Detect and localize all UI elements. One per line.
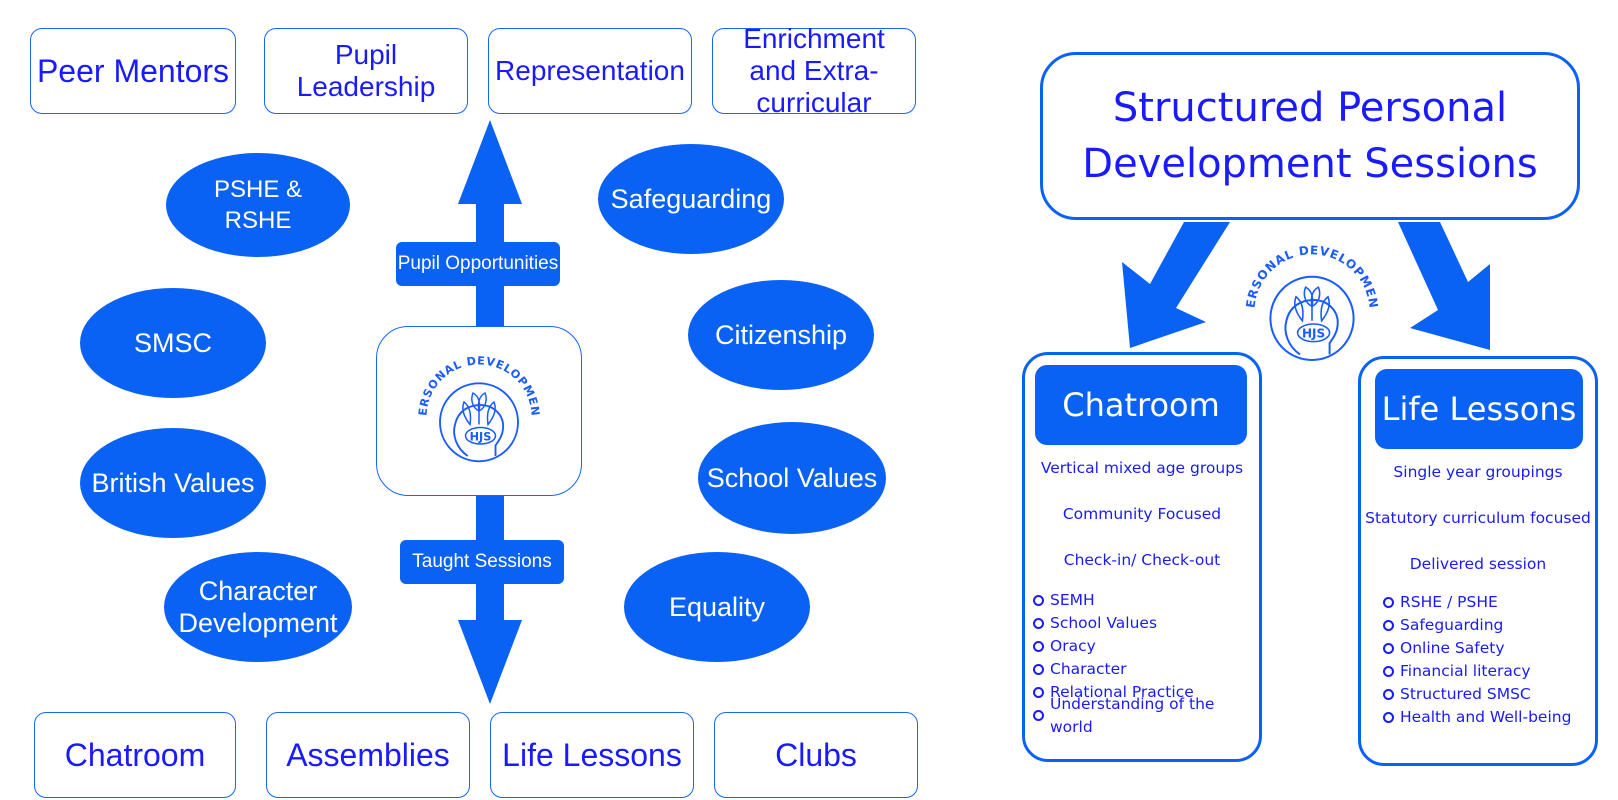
list-item: School Values bbox=[1033, 612, 1259, 635]
bullet-icon bbox=[1383, 643, 1394, 654]
list-item: RSHE / PSHE bbox=[1383, 591, 1571, 614]
pupil-leadership-box: Pupil Leadership bbox=[264, 28, 468, 114]
logo-arc-text-right: PERSONAL DEVELOPMENT bbox=[1232, 232, 1380, 309]
character-development-oval: Character Development bbox=[164, 552, 352, 662]
life-lessons-list: RSHE / PSHE Safeguarding Online Safety F… bbox=[1383, 591, 1571, 729]
representation-box: Representation bbox=[488, 28, 692, 114]
center-logo-box: PERSONAL DEVELOPMENT HJS bbox=[376, 326, 582, 496]
left-diagonal-arrow bbox=[1122, 222, 1230, 348]
bullet-icon bbox=[1033, 618, 1044, 629]
structured-sessions-title: Structured Personal Development Sessions bbox=[1040, 52, 1580, 220]
list-item: Health and Well-being bbox=[1383, 706, 1571, 729]
bullet-icon bbox=[1383, 712, 1394, 723]
list-item: Relational Practice bbox=[1033, 681, 1259, 704]
chatroom-list: SEMH School Values Oracy Character Relat… bbox=[1033, 589, 1259, 736]
list-item: SEMH bbox=[1033, 589, 1259, 612]
list-item: Oracy bbox=[1033, 635, 1259, 658]
enrichment-box: Enrichment and Extra-curricular bbox=[712, 23, 916, 118]
clubs-box: Clubs bbox=[714, 712, 918, 798]
chatroom-heading: Chatroom bbox=[1035, 365, 1247, 445]
life-lessons-heading: Life Lessons bbox=[1375, 369, 1583, 449]
bullet-icon bbox=[1383, 666, 1394, 677]
safeguarding-oval: Safeguarding bbox=[598, 144, 784, 254]
smsc-oval: SMSC bbox=[80, 288, 266, 398]
bullet-icon bbox=[1383, 689, 1394, 700]
chatroom-line-2: Community Focused bbox=[1062, 505, 1222, 523]
list-item: Financial literacy bbox=[1383, 660, 1571, 683]
citizenship-oval: Citizenship bbox=[688, 280, 874, 390]
bullet-icon bbox=[1033, 687, 1044, 698]
pshe-rshe-oval: PSHE & RSHE bbox=[166, 153, 350, 257]
peer-mentors-box: Peer Mentors bbox=[30, 28, 236, 114]
life-lessons-panel: Life Lessons Single year groupings Statu… bbox=[1358, 356, 1598, 766]
chatroom-box: Chatroom bbox=[34, 712, 236, 798]
chatroom-panel: Chatroom Vertical mixed age groups Commu… bbox=[1022, 352, 1262, 762]
assemblies-box: Assemblies bbox=[266, 712, 470, 798]
bullet-icon bbox=[1383, 597, 1394, 608]
list-item: Character bbox=[1033, 658, 1259, 681]
equality-oval: Equality bbox=[624, 552, 810, 662]
life-lessons-box: Life Lessons bbox=[490, 712, 694, 798]
logo-initials: HJS bbox=[470, 430, 492, 443]
personal-development-logo-icon-right: PERSONAL DEVELOPMENT HJS bbox=[1232, 232, 1381, 361]
list-item: Structured SMSC bbox=[1383, 683, 1571, 706]
svg-text:PERSONAL DEVELOPMENT: PERSONAL DEVELOPMENT bbox=[1232, 232, 1381, 309]
pupil-opportunities-label: Pupil Opportunities bbox=[396, 242, 560, 286]
chatroom-line-1: Vertical mixed age groups bbox=[1040, 459, 1244, 477]
right-diagonal-arrow bbox=[1398, 222, 1490, 350]
title-line-2: Development Sessions bbox=[1082, 141, 1538, 187]
bullet-icon bbox=[1033, 595, 1044, 606]
logo-initials-right: HJS bbox=[1302, 327, 1325, 341]
life-lessons-line-1: Single year groupings bbox=[1393, 463, 1563, 481]
british-values-oval: British Values bbox=[80, 428, 266, 538]
title-line-1: Structured Personal bbox=[1112, 85, 1508, 131]
chatroom-line-3: Check-in/ Check-out bbox=[1063, 551, 1221, 569]
personal-development-logo-icon: PERSONAL DEVELOPMENT HJS bbox=[404, 336, 541, 463]
list-item: Safeguarding bbox=[1383, 614, 1571, 637]
bullet-icon bbox=[1033, 710, 1044, 721]
life-lessons-line-3: Delivered session bbox=[1409, 555, 1547, 573]
bullet-icon bbox=[1033, 641, 1044, 652]
life-lessons-line-2: Statutory curriculum focused bbox=[1365, 509, 1591, 527]
bullet-icon bbox=[1383, 620, 1394, 631]
list-item: Understanding of the world bbox=[1033, 695, 1259, 736]
bullet-icon bbox=[1033, 664, 1044, 675]
taught-sessions-label: Taught Sessions bbox=[400, 540, 564, 584]
school-values-oval: School Values bbox=[698, 422, 886, 534]
list-item: Online Safety bbox=[1383, 637, 1571, 660]
